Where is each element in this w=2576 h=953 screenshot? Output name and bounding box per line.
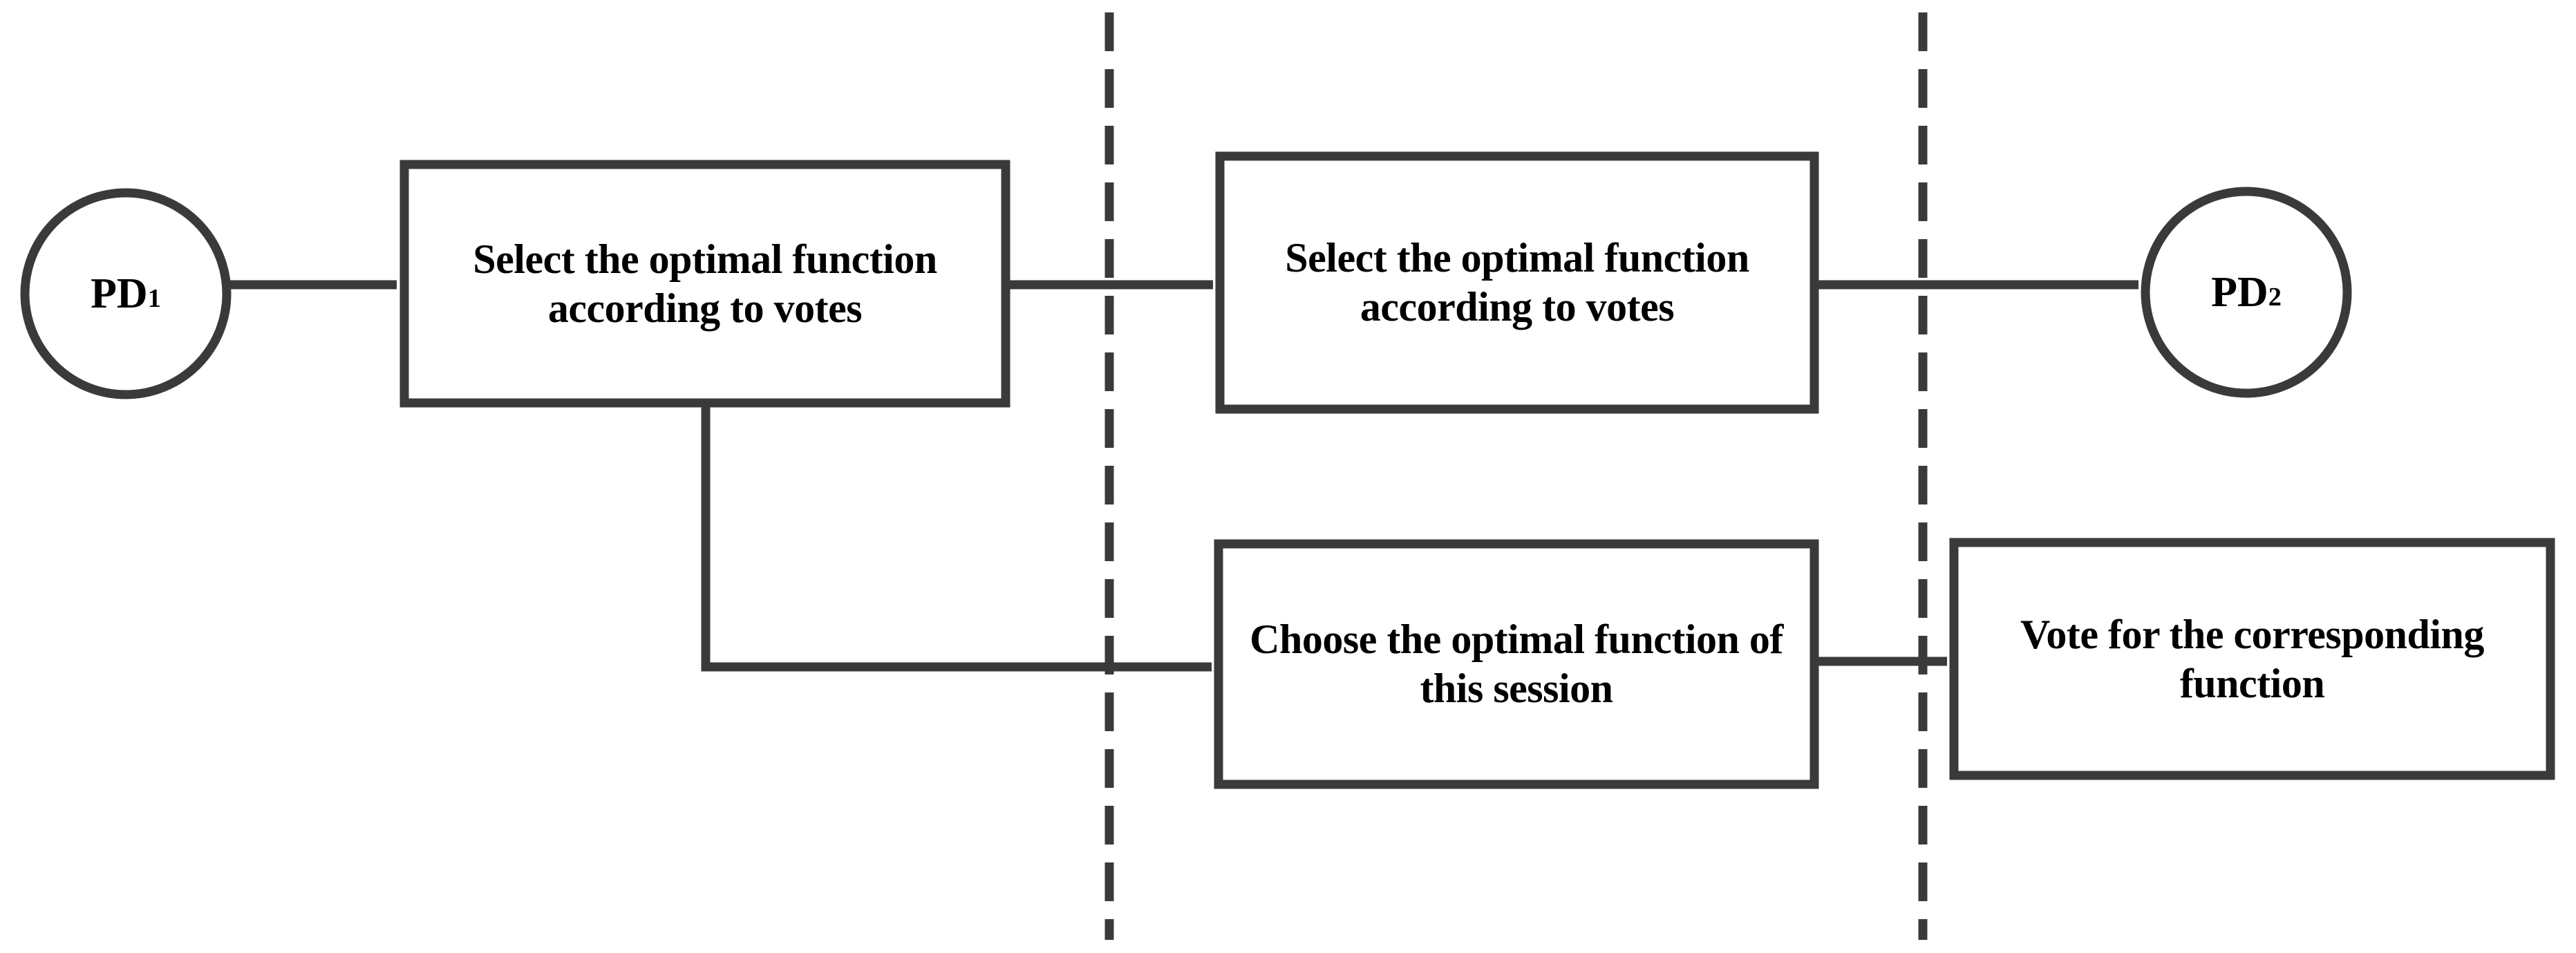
- node-box-vote-function[interactable]: [1949, 538, 2555, 780]
- node-box-choose-session[interactable]: [1214, 539, 1819, 789]
- node-pd2[interactable]: [2141, 187, 2352, 398]
- node-box-select-votes-2[interactable]: [1215, 151, 1819, 414]
- arrow-box1-to-box3: [701, 403, 1212, 672]
- node-pd1[interactable]: [20, 188, 232, 399]
- node-box-select-votes-1[interactable]: [399, 160, 1010, 408]
